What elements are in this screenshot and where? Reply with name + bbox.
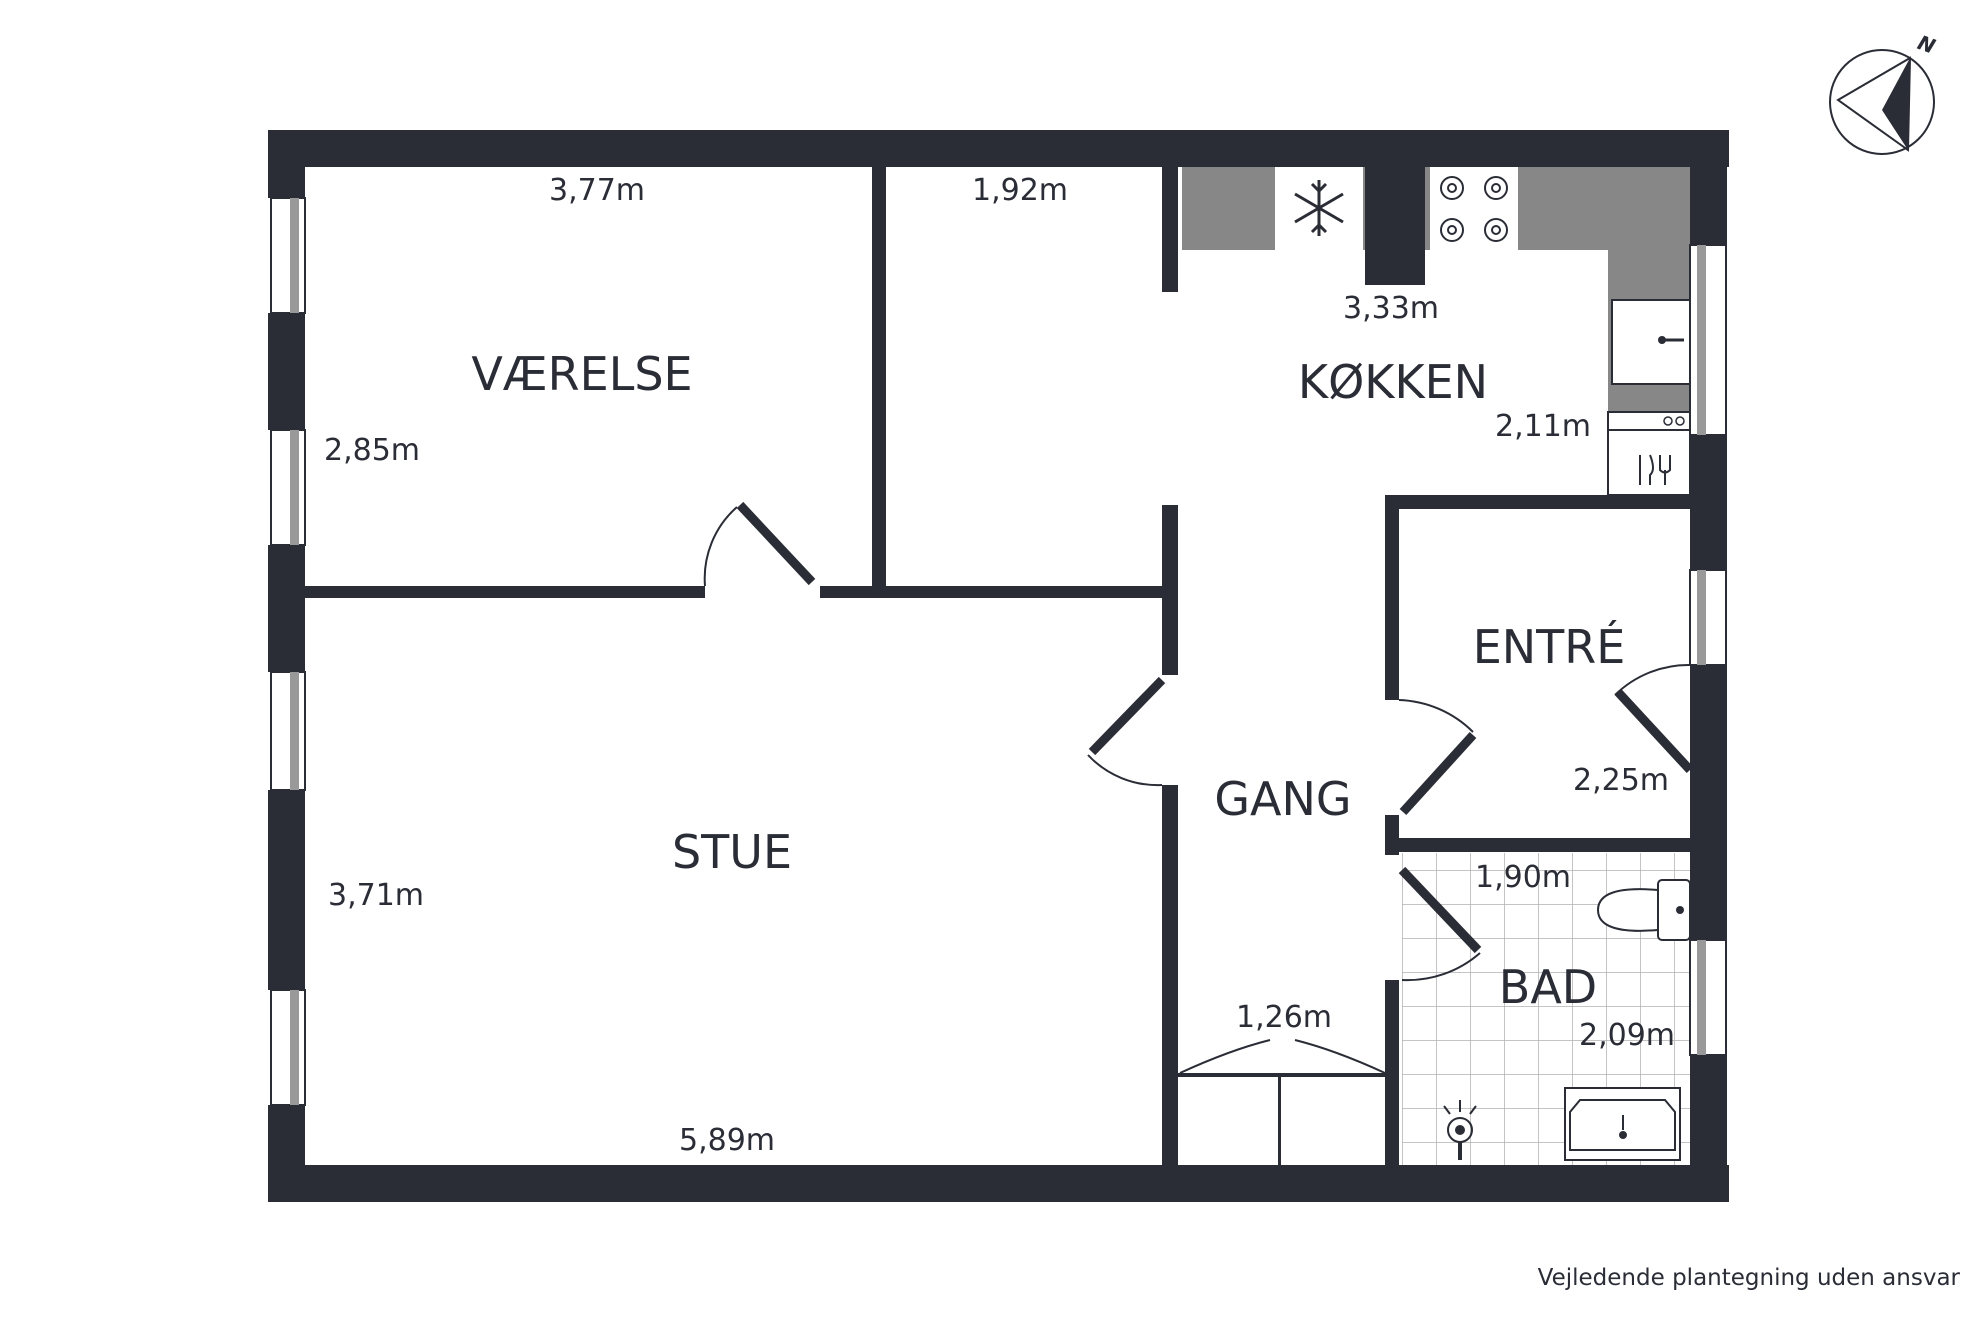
room-label-stue: STUE [672,825,792,879]
dim-entre-height: 2,25m [1573,763,1669,798]
shower-icon [1443,1100,1477,1160]
disclaimer-text: Vejledende plantegning uden ansvar [1537,1265,1960,1291]
sink-icon [1611,299,1691,385]
compass-north-label: N [1914,30,1938,58]
dishwasher-icon [1607,411,1691,496]
interior-walls [305,167,1690,1167]
doors [703,501,1694,1074]
dim-bad-width: 1,90m [1475,860,1571,895]
dim-gang-width: 1,26m [1236,1000,1332,1035]
dim-koekken-top: 1,92m [972,173,1068,208]
dim-koekken-width: 3,33m [1343,291,1439,326]
room-label-entre: ENTRÉ [1473,620,1626,674]
dim-stue-height: 3,71m [328,878,424,913]
compass-icon: N [1829,30,1939,155]
room-label-gang: GANG [1214,772,1351,826]
room-label-vaerelse: VÆRELSE [471,347,692,401]
dim-koekken-height: 2,11m [1495,409,1591,444]
washbasin-icon [1564,1087,1681,1161]
room-label-bad: BAD [1499,960,1597,1014]
dim-bad-height: 2,09m [1579,1018,1675,1053]
dim-vaerelse-height: 2,85m [324,433,420,468]
stove-icon [1430,167,1518,250]
outer-walls [268,130,1729,1202]
dim-vaerelse-width: 3,77m [549,173,645,208]
snowflake-icon [1275,167,1363,250]
room-label-koekken: KØKKEN [1298,355,1488,409]
toilet-icon [1596,879,1691,941]
windows [270,197,1727,1106]
window-glass [290,198,1706,1105]
dim-stue-width: 5,89m [679,1123,775,1158]
